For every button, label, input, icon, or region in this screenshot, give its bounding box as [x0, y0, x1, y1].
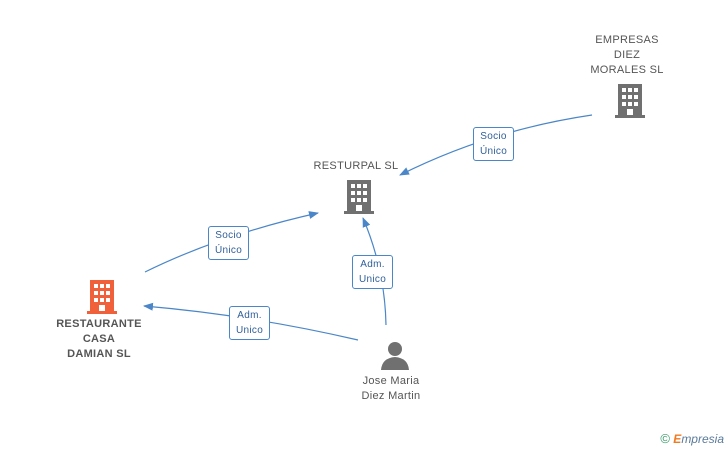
building-icon[interactable] [86, 280, 118, 314]
edge-label-adm-unico: Adm. Unico [352, 255, 394, 289]
company-label-resturpal[interactable]: RESTURPAL SL [313, 160, 399, 172]
person-icon[interactable] [380, 340, 410, 370]
edge-label-socio-unico: Socio Único [208, 226, 250, 260]
copyright-symbol: © [660, 431, 670, 446]
company-label-restaurante-casa-damian[interactable]: RESTAURANTE CASA DAMIAN SL [56, 318, 142, 360]
person-label-jose-maria-diez-martin[interactable]: Jose Maria Diez Martin [361, 375, 421, 402]
empresia-brand: © Empresia [660, 431, 724, 446]
building-icon[interactable] [614, 84, 646, 118]
edge-label-socio-unico: Socio Único [473, 127, 515, 161]
edge-label-adm-unico: Adm. Unico [229, 306, 271, 340]
brand-name: mpresia [681, 432, 724, 446]
brand-initial: E [673, 432, 682, 446]
building-icon[interactable] [343, 180, 375, 214]
company-label-empresas-diez-morales[interactable]: EMPRESAS DIEZ MORALES SL [590, 34, 664, 76]
